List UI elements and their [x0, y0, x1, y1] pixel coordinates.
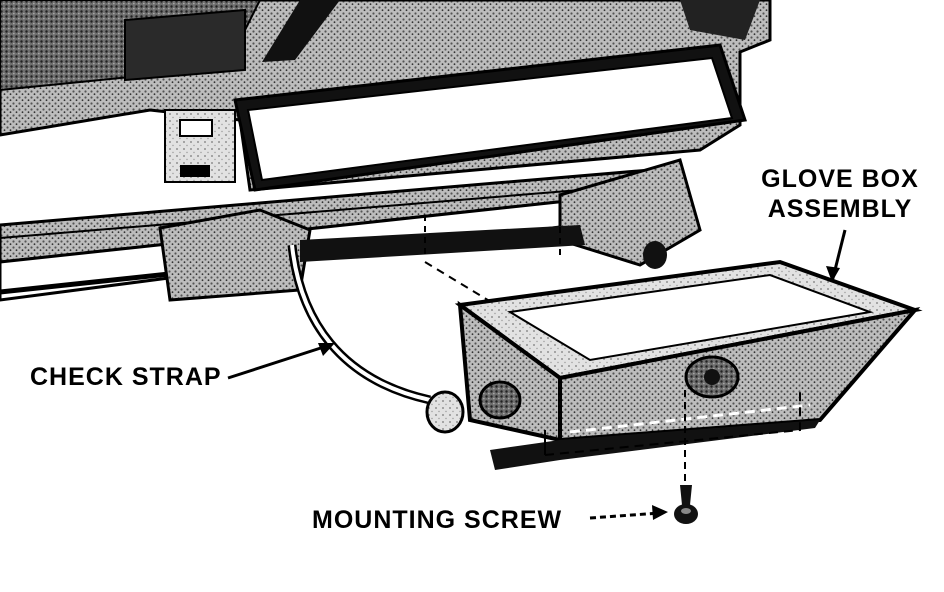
mounting-screw-label: MOUNTING SCREW	[312, 506, 563, 534]
glove-box-opening	[158, 158, 702, 381]
glove-box-assembly-label: GLOVE BOX ASSEMBLY	[750, 164, 930, 224]
mounting-screw	[674, 390, 698, 524]
glove-box-assembly	[454, 259, 923, 470]
leader-lines	[227, 229, 847, 520]
glove-box-label-line1: GLOVE BOX	[761, 165, 919, 193]
check-strap	[287, 244, 465, 434]
glove-box-label-line2: ASSEMBLY	[767, 195, 913, 223]
check-strap-label: CHECK STRAP	[30, 363, 222, 391]
dash-trim-panel	[164, 43, 747, 192]
